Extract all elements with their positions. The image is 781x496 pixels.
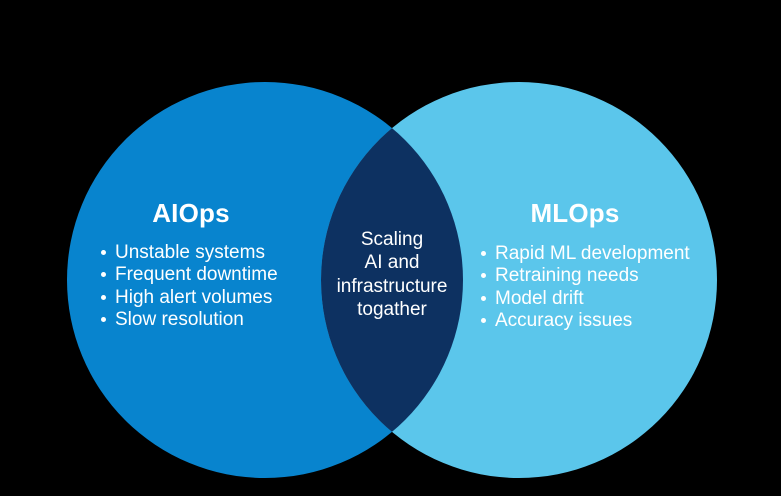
list-item: Rapid ML development <box>481 243 690 265</box>
list-item: High alert volumes <box>101 287 278 309</box>
list-item: Accuracy issues <box>481 310 690 332</box>
aiops-bullet-list: Unstable systems Frequent downtime High … <box>101 242 278 332</box>
mlops-bullet-list: Rapid ML development Retraining needs Mo… <box>481 243 690 333</box>
overlap-text-line: AI and <box>364 252 420 274</box>
overlap-text-line: togather <box>357 298 427 320</box>
list-item: Unstable systems <box>101 242 278 264</box>
aiops-title: AIOps <box>152 198 230 228</box>
list-item: Retraining needs <box>481 265 690 287</box>
list-item: Frequent downtime <box>101 264 278 286</box>
overlap-text: Scaling AI and infrastructure togather <box>322 228 462 321</box>
mlops-title: MLOps <box>530 198 620 228</box>
overlap-region <box>321 82 463 478</box>
list-item: Model drift <box>481 288 690 310</box>
list-item: Slow resolution <box>101 309 278 331</box>
overlap-text-line: Scaling <box>360 229 424 250</box>
overlap-text-line: infrastructure <box>336 275 448 297</box>
